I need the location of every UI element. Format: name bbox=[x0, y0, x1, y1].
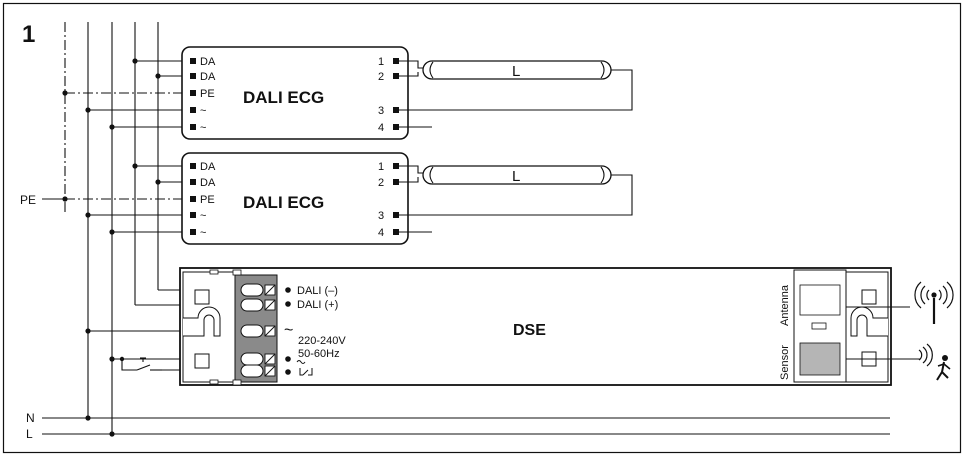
terminal-ac: ~ bbox=[200, 105, 206, 117]
ecg-title: DALI ECG bbox=[243, 193, 324, 212]
lamp-label: L bbox=[512, 168, 520, 185]
antenna-label: Antenna bbox=[779, 284, 791, 326]
dali-minus-label: DALI (–) bbox=[297, 285, 338, 297]
dali-ecg-1: DA DA PE ~ ~ DALI ECG 1 2 3 4 L bbox=[62, 46, 633, 140]
fluorescent-lamp-icon bbox=[422, 165, 612, 185]
terminal-3: 3 bbox=[378, 105, 384, 117]
sensor-label: Sensor bbox=[779, 345, 791, 380]
terminal-2: 2 bbox=[378, 71, 384, 83]
terminal-1: 1 bbox=[378, 161, 384, 173]
terminal-4: 4 bbox=[378, 227, 384, 239]
terminal-4: 4 bbox=[378, 122, 384, 134]
terminal-da: DA bbox=[200, 56, 216, 68]
sensor-window bbox=[799, 342, 841, 376]
terminal-pe: PE bbox=[200, 194, 215, 206]
voltage-label: 220-240V bbox=[298, 335, 346, 347]
ecg-box bbox=[181, 46, 409, 140]
dse-title: DSE bbox=[513, 322, 546, 339]
fluorescent-lamp-icon bbox=[422, 60, 612, 80]
dali-plus-label: DALI (+) bbox=[297, 299, 338, 311]
ac-symbol: ~ bbox=[284, 322, 293, 339]
ecg-box bbox=[181, 152, 409, 245]
terminal-pe: PE bbox=[200, 88, 215, 100]
switch-input-icon bbox=[296, 360, 313, 376]
terminal-ac: ~ bbox=[200, 227, 206, 239]
terminal-1: 1 bbox=[378, 56, 384, 68]
terminal-da: DA bbox=[200, 161, 216, 173]
bus-lines bbox=[64, 22, 159, 434]
terminal-da: DA bbox=[200, 71, 216, 83]
line-label: L bbox=[26, 427, 33, 441]
antenna-icon bbox=[914, 281, 954, 324]
terminal-2: 2 bbox=[378, 177, 384, 189]
motion-sensor-person-icon bbox=[918, 343, 951, 381]
n-l-bus bbox=[42, 417, 890, 435]
pe-label: PE bbox=[20, 193, 36, 207]
ecg-title: DALI ECG bbox=[243, 88, 324, 107]
terminal-3: 3 bbox=[378, 210, 384, 222]
dali-ecg-2: DA DA PE ~ ~ DALI ECG 1 2 3 4 L bbox=[62, 152, 633, 245]
frequency-label: 50-60Hz bbox=[298, 348, 340, 360]
dse-unit: DALI (–) DALI (+) ~ 220-240V 50-60Hz DSE… bbox=[85, 267, 920, 386]
figure-number: 1 bbox=[22, 21, 35, 48]
terminal-da: DA bbox=[200, 177, 216, 189]
terminal-ac: ~ bbox=[200, 122, 206, 134]
terminal-ac: ~ bbox=[200, 210, 206, 222]
dse-housing bbox=[179, 267, 892, 386]
lamp-label: L bbox=[512, 63, 520, 80]
neutral-label: N bbox=[26, 411, 35, 425]
